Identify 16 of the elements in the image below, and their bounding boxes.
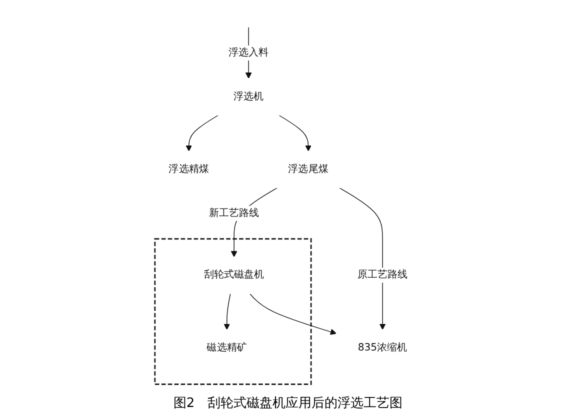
node-text: 磁选精矿 — [206, 342, 248, 354]
node-text: 浮选机 — [233, 90, 264, 102]
edge-label: 原工艺路线 — [357, 269, 408, 281]
arrow — [224, 293, 231, 330]
edge-label: 新工艺路线 — [208, 207, 260, 219]
arrow — [338, 187, 386, 330]
caption: 图2 刮轮式磁盘机应用后的浮选工艺图 — [173, 395, 403, 413]
arrow — [278, 114, 312, 152]
edge-label: 浮选入料 — [228, 46, 269, 58]
arrow — [186, 114, 219, 152]
node-text: 浮选尾煤 — [288, 163, 328, 175]
node-text: 835浓缩机 — [358, 342, 408, 354]
cluster — [154, 238, 312, 385]
node-text: 刮轮式磁盘机 — [204, 269, 264, 281]
arrow — [250, 293, 337, 335]
node-text: 浮选精煤 — [168, 163, 210, 175]
